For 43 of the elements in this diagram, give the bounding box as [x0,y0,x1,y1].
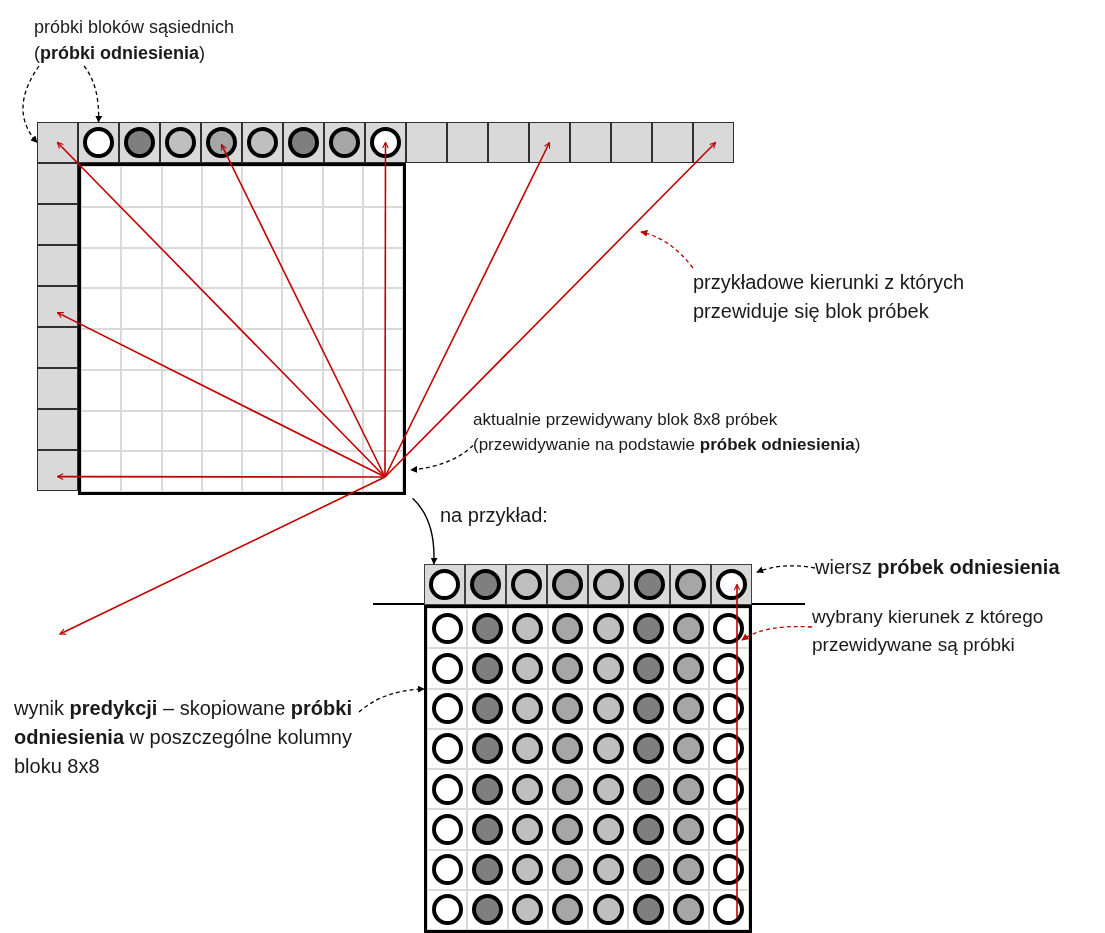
leader-line [22,65,40,144]
sample-cell [37,409,78,450]
sample-cell [488,122,529,163]
sample-cell [652,122,693,163]
leader-line [756,565,816,574]
reference-row [424,564,752,605]
predicted-block [424,605,752,933]
leader-line [83,65,103,123]
arrow [56,141,386,478]
sample-cell [37,122,78,163]
sample-cell [611,122,652,163]
annotation-text: wynik predykcji – skopiowane próbki odniesienia w poszczególne kolumny bloku 8x8 [14,694,359,794]
sample-cell [37,245,78,286]
sample-cell [447,122,488,163]
sample-cell [406,122,447,163]
annotation-text: wiersz próbek odniesienia [815,553,1105,583]
prediction-block [78,163,406,495]
sample-cell [37,204,78,245]
arrow [56,311,386,478]
arrow [56,473,386,480]
sample-cell [529,122,570,163]
annotation-text: aktualnie przewidywany blok 8x8 próbek (przewidywanie na podstawie próbek odniesienia) [473,408,893,460]
sample-cell [37,368,78,409]
sample-cell [37,163,78,204]
sample-cell [693,122,734,163]
arrow [59,476,386,635]
arrow [411,497,438,565]
sample-cell [37,286,78,327]
leader-line [410,444,474,473]
annotation-text: wybrany kierunek z którego przewidywane są próbki [812,603,1105,663]
arrow [384,141,717,478]
annotation-text: próbki bloków sąsiednich (próbki odniesienia) [34,14,284,66]
sample-cell [570,122,611,163]
arrow [733,583,741,920]
sample-cell [37,327,78,368]
leader-line [741,625,813,641]
arrow [382,141,389,478]
arrow [220,143,386,478]
arrow [384,141,551,478]
sample-cell [37,450,78,491]
leader-line [358,685,425,713]
leader-line [640,230,694,269]
annotation-text: przykładowe kierunki z których przewiduje się blok próbek [693,268,1043,334]
